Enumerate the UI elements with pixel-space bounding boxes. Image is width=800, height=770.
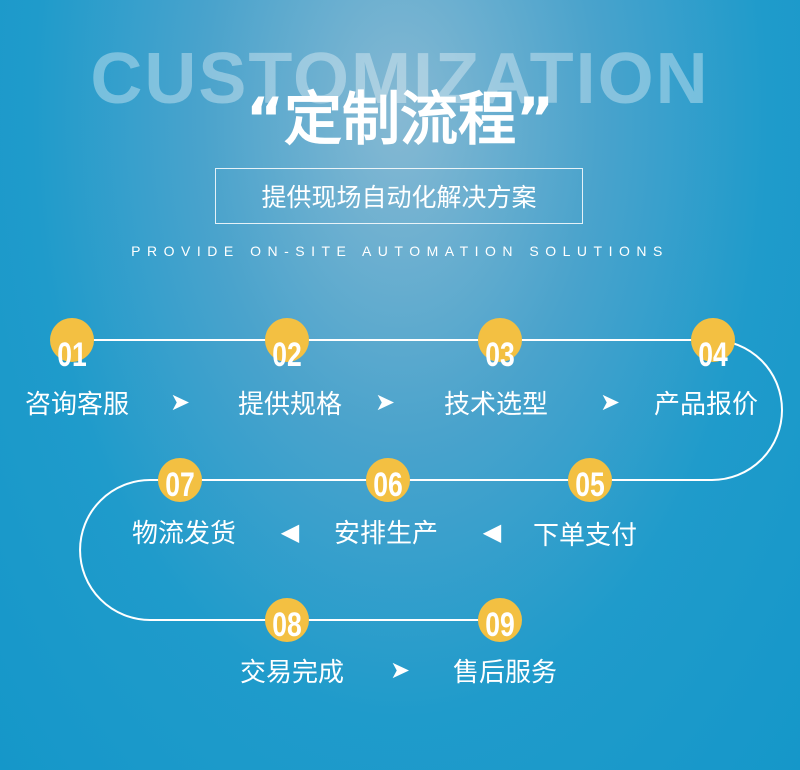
step-number: 08 bbox=[272, 606, 302, 644]
step-number: 01 bbox=[57, 336, 87, 374]
step-number: 07 bbox=[165, 466, 195, 504]
step-01-dot bbox=[50, 318, 94, 362]
step-label: 下单支付 bbox=[532, 521, 637, 551]
step-number: 02 bbox=[272, 336, 302, 374]
step-label: 技术选型 bbox=[443, 390, 548, 420]
step-label: 物流发货 bbox=[131, 519, 236, 549]
step-08-dot bbox=[265, 598, 309, 642]
step-03-dot bbox=[478, 318, 522, 362]
step-label: 产品报价 bbox=[653, 390, 758, 420]
step-09-dot bbox=[478, 598, 522, 642]
step-label: 交易完成 bbox=[239, 658, 344, 688]
step-label: 安排生产 bbox=[333, 519, 438, 549]
arrow-left-icon: ◀ bbox=[280, 518, 300, 546]
subtitle-box: 提供现场自动化解决方案 bbox=[215, 168, 583, 224]
step-07-dot bbox=[158, 458, 202, 502]
step-06-dot bbox=[366, 458, 410, 502]
step-number: 09 bbox=[485, 606, 515, 644]
arrow-right-icon: ➤ bbox=[599, 388, 621, 416]
step-number: 04 bbox=[698, 336, 728, 374]
arrow-right-icon: ➤ bbox=[169, 388, 191, 416]
arrow-right-icon: ➤ bbox=[374, 388, 396, 416]
page-title: “定制流程” bbox=[245, 85, 555, 153]
background-word: CUSTOMIZATION bbox=[90, 39, 710, 119]
step-label: 售后服务 bbox=[452, 658, 557, 688]
arrow-right-icon: ➤ bbox=[389, 656, 411, 684]
subtitle: 提供现场自动化解决方案 bbox=[261, 183, 537, 212]
step-04-dot bbox=[691, 318, 735, 362]
step-05-dot bbox=[568, 458, 612, 502]
step-number: 03 bbox=[485, 336, 515, 374]
step-02-dot bbox=[265, 318, 309, 362]
step-number: 05 bbox=[575, 466, 605, 504]
arrow-left-icon: ◀ bbox=[482, 518, 502, 546]
step-label: 咨询客服 bbox=[24, 390, 129, 420]
english-tagline: PROVIDE ON-SITE AUTOMATION SOLUTIONS bbox=[131, 243, 669, 259]
step-number: 06 bbox=[373, 466, 403, 504]
step-label: 提供规格 bbox=[237, 390, 342, 420]
